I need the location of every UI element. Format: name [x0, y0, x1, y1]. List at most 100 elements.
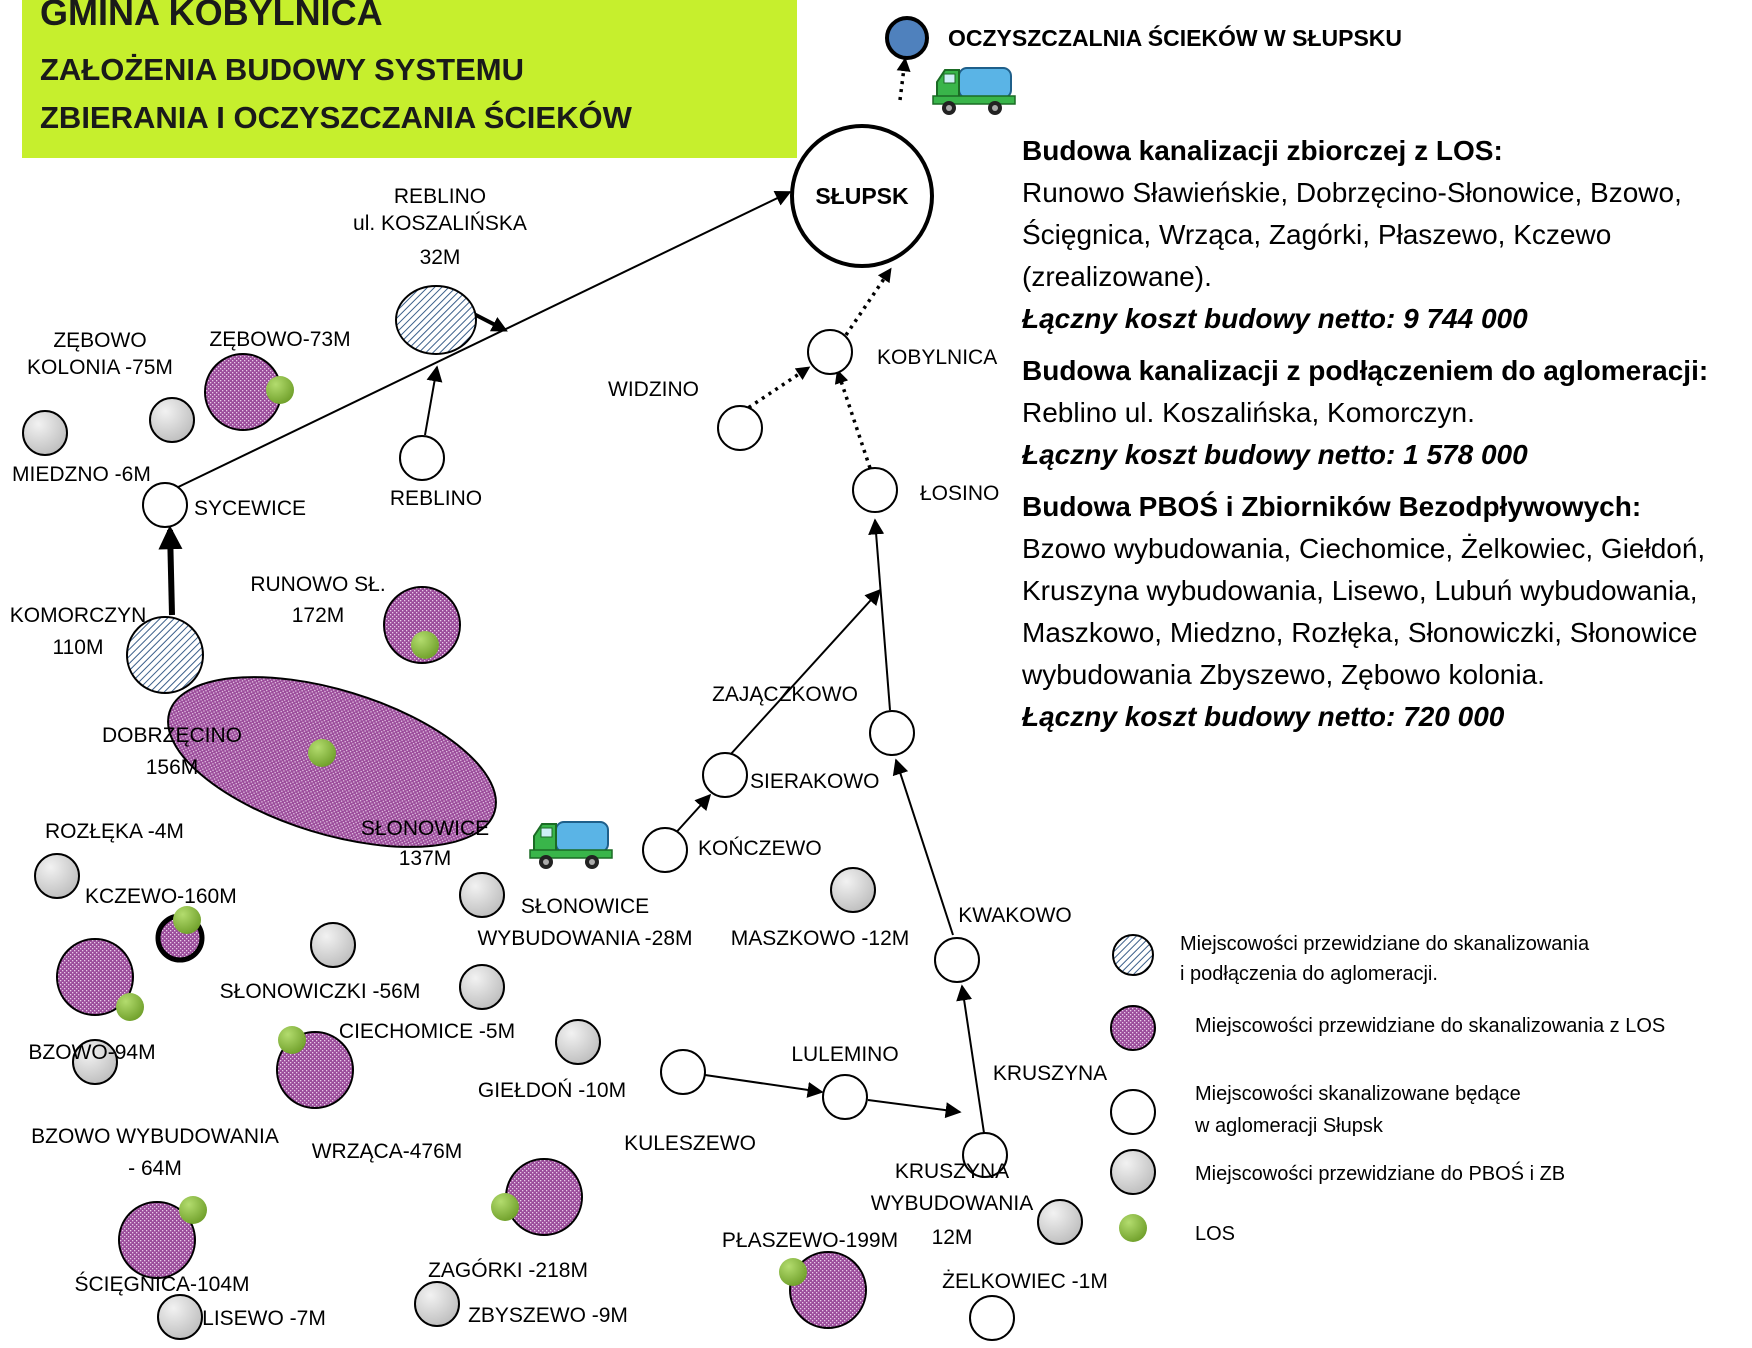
line-widzino-kobylnica: [741, 366, 811, 414]
node-kuleszewo: [660, 1049, 706, 1095]
label-kruszyna-wyb-3: 12M: [932, 1226, 973, 1249]
label-runowo-1: RUNOWO SŁ.: [250, 573, 385, 596]
legend-purple: Miejscowości przewidziane do skanalizowa…: [1195, 1015, 1665, 1037]
node-runowo: [383, 586, 461, 664]
node-kruszyna-wyb: [1037, 1199, 1083, 1245]
los-dots: [116, 376, 807, 1286]
label-sierakowo: SIERAKOWO: [750, 770, 880, 793]
label-slonowice-2: 137M: [399, 847, 452, 870]
label-lulemino: LULEMINO: [791, 1043, 898, 1066]
line-lulemino-kruszyna: [867, 1099, 962, 1119]
line-kruszyna-kwakowo: [956, 984, 985, 1134]
panel-s2-cost: Łączny koszt budowy netto: 1 578 000: [1022, 439, 1528, 470]
label-runowo-2: 172M: [292, 604, 345, 627]
panel-s1-cost: Łączny koszt budowy netto: 9 744 000: [1022, 303, 1528, 334]
line-reblino-kosz: [471, 311, 508, 332]
label-bzowo-wyb-1: BZOWO WYBUDOWANIA: [31, 1125, 279, 1148]
info-panel: Budowa kanalizacji zbiorczej z LOS: Runo…: [1022, 130, 1747, 748]
legend-hatched-2: i podłączenia do aglomeracji.: [1180, 963, 1438, 985]
los-dot: [278, 1026, 306, 1054]
node-lisewo: [157, 1294, 203, 1340]
los-dot: [411, 631, 439, 659]
label-bzowo: BZOWO-94M: [28, 1041, 155, 1064]
los-dot: [173, 906, 201, 934]
label-kuleszewo: KULESZEWO: [624, 1132, 756, 1155]
node-miedzno: [22, 410, 68, 456]
label-rozleka: ROZŁĘKA -4M: [45, 820, 184, 843]
legend-white-1: Miejscowości skanalizowane będące: [1195, 1083, 1521, 1105]
node-slonowice-wyb: [459, 872, 505, 918]
legend-los: LOS: [1195, 1223, 1235, 1245]
line-losino-kobylnica: [834, 369, 872, 469]
label-komorczyn-1: KOMORCZYN: [10, 604, 147, 627]
legend-hatched-swatch: [1112, 934, 1154, 976]
los-dot: [779, 1258, 807, 1286]
title-box: [22, 0, 797, 158]
node-zagorki: [505, 1158, 583, 1236]
label-sycewice: SYCEWICE: [194, 497, 306, 520]
label-lisewo: LISEWO -7M: [202, 1307, 326, 1330]
label-kruszyna-wyb-1: KRUSZYNA: [895, 1160, 1009, 1183]
label-bzowo-wyb-2: - 64M: [128, 1157, 182, 1180]
label-wrzaca: WRZĄCA-476M: [312, 1140, 463, 1163]
label-losino: ŁOSINO: [920, 482, 999, 505]
node-losino: [852, 467, 898, 513]
node-zelkowiec: [969, 1295, 1015, 1341]
node-kwakowo: [934, 937, 980, 983]
line-komorczyn: [158, 525, 183, 616]
label-reblino-kosz-1: REBLINO: [394, 185, 486, 208]
labels: OCZYSZCZALNIA ŚCIEKÓW W SŁUPSKU SŁUPSK R…: [10, 24, 1402, 1330]
los-dot: [491, 1193, 519, 1221]
legend: Miejscowości przewidziane do skanalizowa…: [1110, 933, 1665, 1245]
label-konczewo: KOŃCZEWO: [698, 837, 822, 860]
line-kwakowo-node: [892, 758, 954, 936]
panel-s1-heading: Budowa kanalizacji zbiorczej z LOS:: [1022, 135, 1503, 166]
node-komorczyn: [126, 616, 204, 694]
los-dot: [266, 376, 294, 404]
label-komorczyn-2: 110M: [53, 636, 104, 659]
title-main: GMINA KOBYLNICA: [40, 0, 383, 33]
line-slupsk-plant: [896, 57, 911, 101]
node-slupsk: [790, 124, 934, 268]
panel-s3-body: Bzowo wybudowania, Ciechomice, Żelkowiec…: [1022, 533, 1706, 690]
line-kobylnica-slupsk: [844, 267, 892, 336]
node-plant: [885, 16, 929, 60]
label-plant: OCZYSZCZALNIA ŚCIEKÓW W SŁUPSKU: [948, 24, 1402, 51]
node-slonowiczki: [310, 922, 356, 968]
label-dobrzecino-2: 156M: [146, 756, 199, 779]
label-reblino-kosz-3: 32M: [420, 246, 461, 269]
label-slonowice-1: SŁONOWICE: [361, 817, 489, 840]
label-zbyszewo: ZBYSZEWO -9M: [468, 1304, 628, 1327]
node-zbyszewo: [414, 1281, 460, 1327]
label-miedzno: MIEDZNO -6M: [12, 463, 151, 486]
los-dot: [179, 1196, 207, 1224]
node-kobylnica: [807, 329, 853, 375]
label-kczewo: KCZEWO-160M: [85, 885, 237, 908]
line-sierakowo-zajaczkowo: [729, 588, 882, 756]
node-kruszyna: [962, 1132, 1008, 1178]
legend-purple-swatch: [1110, 1005, 1156, 1051]
legend-white-swatch: [1110, 1089, 1156, 1135]
label-kruszyna-wyb-2: WYBUDOWANIA: [871, 1192, 1034, 1215]
label-reblino: REBLINO: [390, 487, 482, 510]
line-reblino-arrow: [424, 365, 443, 436]
label-dobrzecino-1: DOBRZĘCINO: [102, 724, 242, 747]
label-slonowiczki: SŁONOWICZKI -56M: [220, 980, 421, 1003]
node-zebowo-kolonia: [149, 397, 195, 443]
label-maszkowo: MASZKOWO -12M: [731, 927, 910, 950]
label-zebowo-kolonia-1: ZĘBOWO: [53, 329, 146, 352]
panel-s3-cost: Łączny koszt budowy netto: 720 000: [1022, 701, 1505, 732]
panel-s2-heading: Budowa kanalizacji z podłączeniem do agl…: [1022, 355, 1709, 386]
label-slupsk: SŁUPSK: [815, 183, 909, 209]
label-sciegnica: ŚCIĘGNICA-104M: [74, 1272, 249, 1296]
los-dot: [116, 993, 144, 1021]
node-sierakowo: [702, 752, 748, 798]
node-maszkowo: [830, 867, 876, 913]
node-zajaczkowo: [869, 710, 915, 756]
legend-grey: Miejscowości przewidziane do PBOŚ i ZB: [1195, 1161, 1565, 1185]
node-bzowo-wyb: [72, 1039, 118, 1085]
legend-los-swatch: [1119, 1214, 1147, 1242]
node-reblino-kosz: [395, 285, 477, 355]
line-konczewo-sierakowo: [671, 793, 712, 838]
